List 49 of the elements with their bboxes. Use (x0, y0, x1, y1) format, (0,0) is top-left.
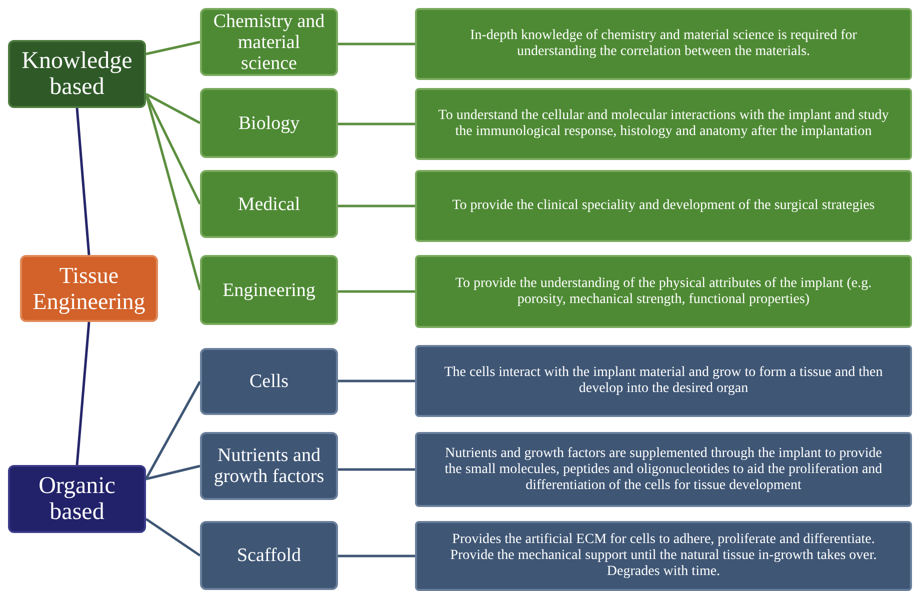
connector-line (76, 108, 90, 256)
description-box (415, 521, 912, 591)
component-box (200, 348, 338, 415)
box-text: Cells (249, 371, 289, 392)
box-text: Scaffold (236, 545, 302, 566)
box-text: In-depth knowledge of chemistry and material science is required for understanding the correlation between the materials. (469, 28, 858, 60)
description-box (415, 88, 912, 160)
box-text: Medical (238, 194, 300, 214)
connector-line (338, 380, 415, 382)
box-text: Organic based (38, 473, 116, 525)
box-text: Knowledge based (20, 48, 134, 100)
field-box (200, 88, 338, 158)
connector-line (145, 92, 201, 124)
connector-line (338, 204, 415, 208)
description-box (415, 345, 912, 417)
box-text: Provides the artificial ECM for cells to adhere, proliferate and differentiate. Provide the mechanical support until the natural tissue in-growth takes over. Degrades with time. (449, 532, 878, 580)
connector-line (338, 468, 415, 471)
component-box (200, 521, 338, 590)
connector-line (146, 464, 200, 480)
field-box (200, 8, 338, 76)
component-box (200, 432, 338, 500)
connector-line (144, 380, 202, 480)
box-text: Nutrients and growth factors are supplemented through the implant to provide the small molecules, peptides and oligonucleotides to aid the proliferation and differentiation of the cells for tissue development (444, 446, 884, 494)
connector-line (144, 93, 202, 205)
category-box (8, 40, 146, 108)
connector-line (76, 322, 90, 466)
box-text: Biology (238, 112, 300, 134)
connector-line (145, 518, 201, 557)
box-text: To provide the clinical speciality and development of the surgical strategies (452, 198, 875, 214)
connector-line (146, 40, 200, 56)
connector-line (338, 554, 415, 558)
box-text: Engineering (222, 280, 316, 300)
box-text: To provide the understanding of the physical attributes of the implant (e.g. porosity, mechanical strength, functional properties) (454, 276, 873, 308)
box-text: Tissue Engineering (32, 262, 146, 314)
description-box (415, 8, 912, 80)
connector-line (338, 42, 415, 46)
box-text: The cells interact with the implant material and grow to form a tissue and then develop into the desired organ (443, 365, 884, 397)
description-box (415, 255, 912, 328)
box-text: To understand the cellular and molecular interactions with the implant and study the immunological response, histology and anatomy after the implantation (437, 108, 890, 140)
box-text: Nutrients and growth factors (212, 445, 326, 487)
field-box (200, 255, 338, 325)
box-text: Chemistry and material science (212, 10, 326, 74)
field-box (200, 170, 338, 238)
central-box (20, 255, 158, 322)
connector-line (338, 122, 415, 126)
connector-line (338, 290, 415, 293)
category-box (8, 465, 146, 533)
description-box (415, 432, 912, 507)
description-box (415, 170, 912, 242)
